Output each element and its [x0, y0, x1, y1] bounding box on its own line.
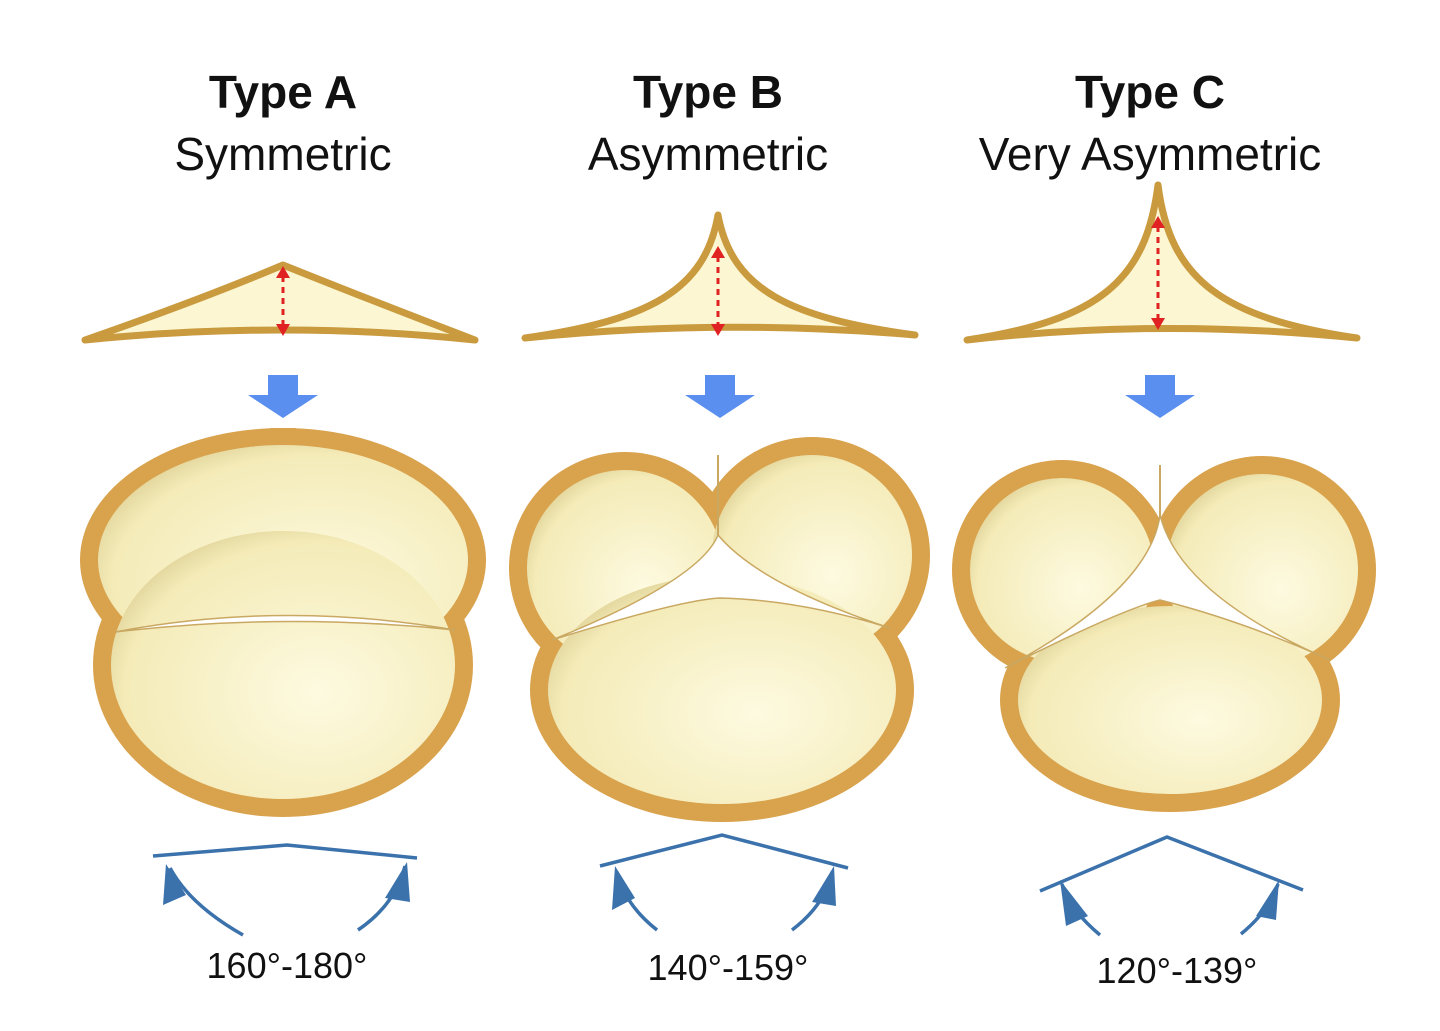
type-a-leaflet-profile	[81, 261, 479, 344]
type-a-angle-range: 160°-180°	[207, 945, 368, 986]
type-c-panel: Type C Very Asymmetric 120°-139°	[952, 66, 1376, 991]
type-c-down-arrow-icon	[1125, 375, 1195, 418]
type-b-height-marker	[711, 246, 725, 336]
type-c-leaflet-profile	[963, 181, 1361, 344]
type-c-title: Type C	[1075, 66, 1225, 118]
type-a-down-arrow-icon	[248, 375, 318, 418]
type-a-height-marker	[276, 266, 290, 336]
type-c-subtitle: Very Asymmetric	[979, 128, 1322, 180]
type-a-angle-indicator	[152, 843, 418, 937]
type-b-down-arrow-icon	[685, 375, 755, 418]
type-c-angle-indicator	[1039, 835, 1304, 937]
type-b-subtitle: Asymmetric	[588, 128, 828, 180]
type-b-valve	[509, 437, 930, 822]
type-a-valve	[80, 428, 486, 817]
type-a-subtitle: Symmetric	[174, 128, 391, 180]
type-c-angle-range: 120°-139°	[1097, 950, 1258, 991]
type-b-leaflet-profile	[521, 211, 919, 342]
type-a-panel: Type A Symmetric 160°-180°	[80, 66, 486, 986]
type-b-angle-indicator	[599, 833, 849, 932]
type-b-angle-range: 140°-159°	[648, 947, 809, 988]
type-b-title: Type B	[633, 66, 783, 118]
type-c-valve	[952, 456, 1376, 812]
type-c-height-marker	[1151, 216, 1165, 330]
type-a-title: Type A	[209, 66, 357, 118]
type-b-panel: Type B Asymmetric 140°-159°	[509, 66, 930, 988]
